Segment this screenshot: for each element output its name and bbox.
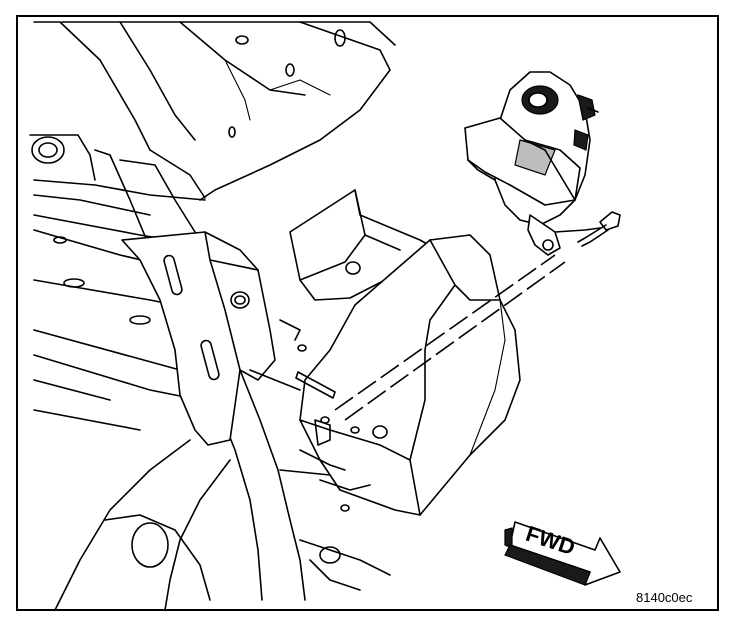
frame-hole	[29, 134, 96, 181]
upper-frame-rail	[33, 21, 396, 201]
lower-frame-details	[249, 319, 391, 591]
housing-block	[299, 234, 521, 516]
forward-arrow-icon: FWD	[504, 521, 621, 586]
horn	[464, 71, 621, 256]
mounting-bracket	[121, 231, 276, 446]
figure-id: 8140c0ec	[636, 590, 693, 605]
diagram-frame	[16, 15, 719, 611]
alignment-lines	[334, 254, 566, 421]
